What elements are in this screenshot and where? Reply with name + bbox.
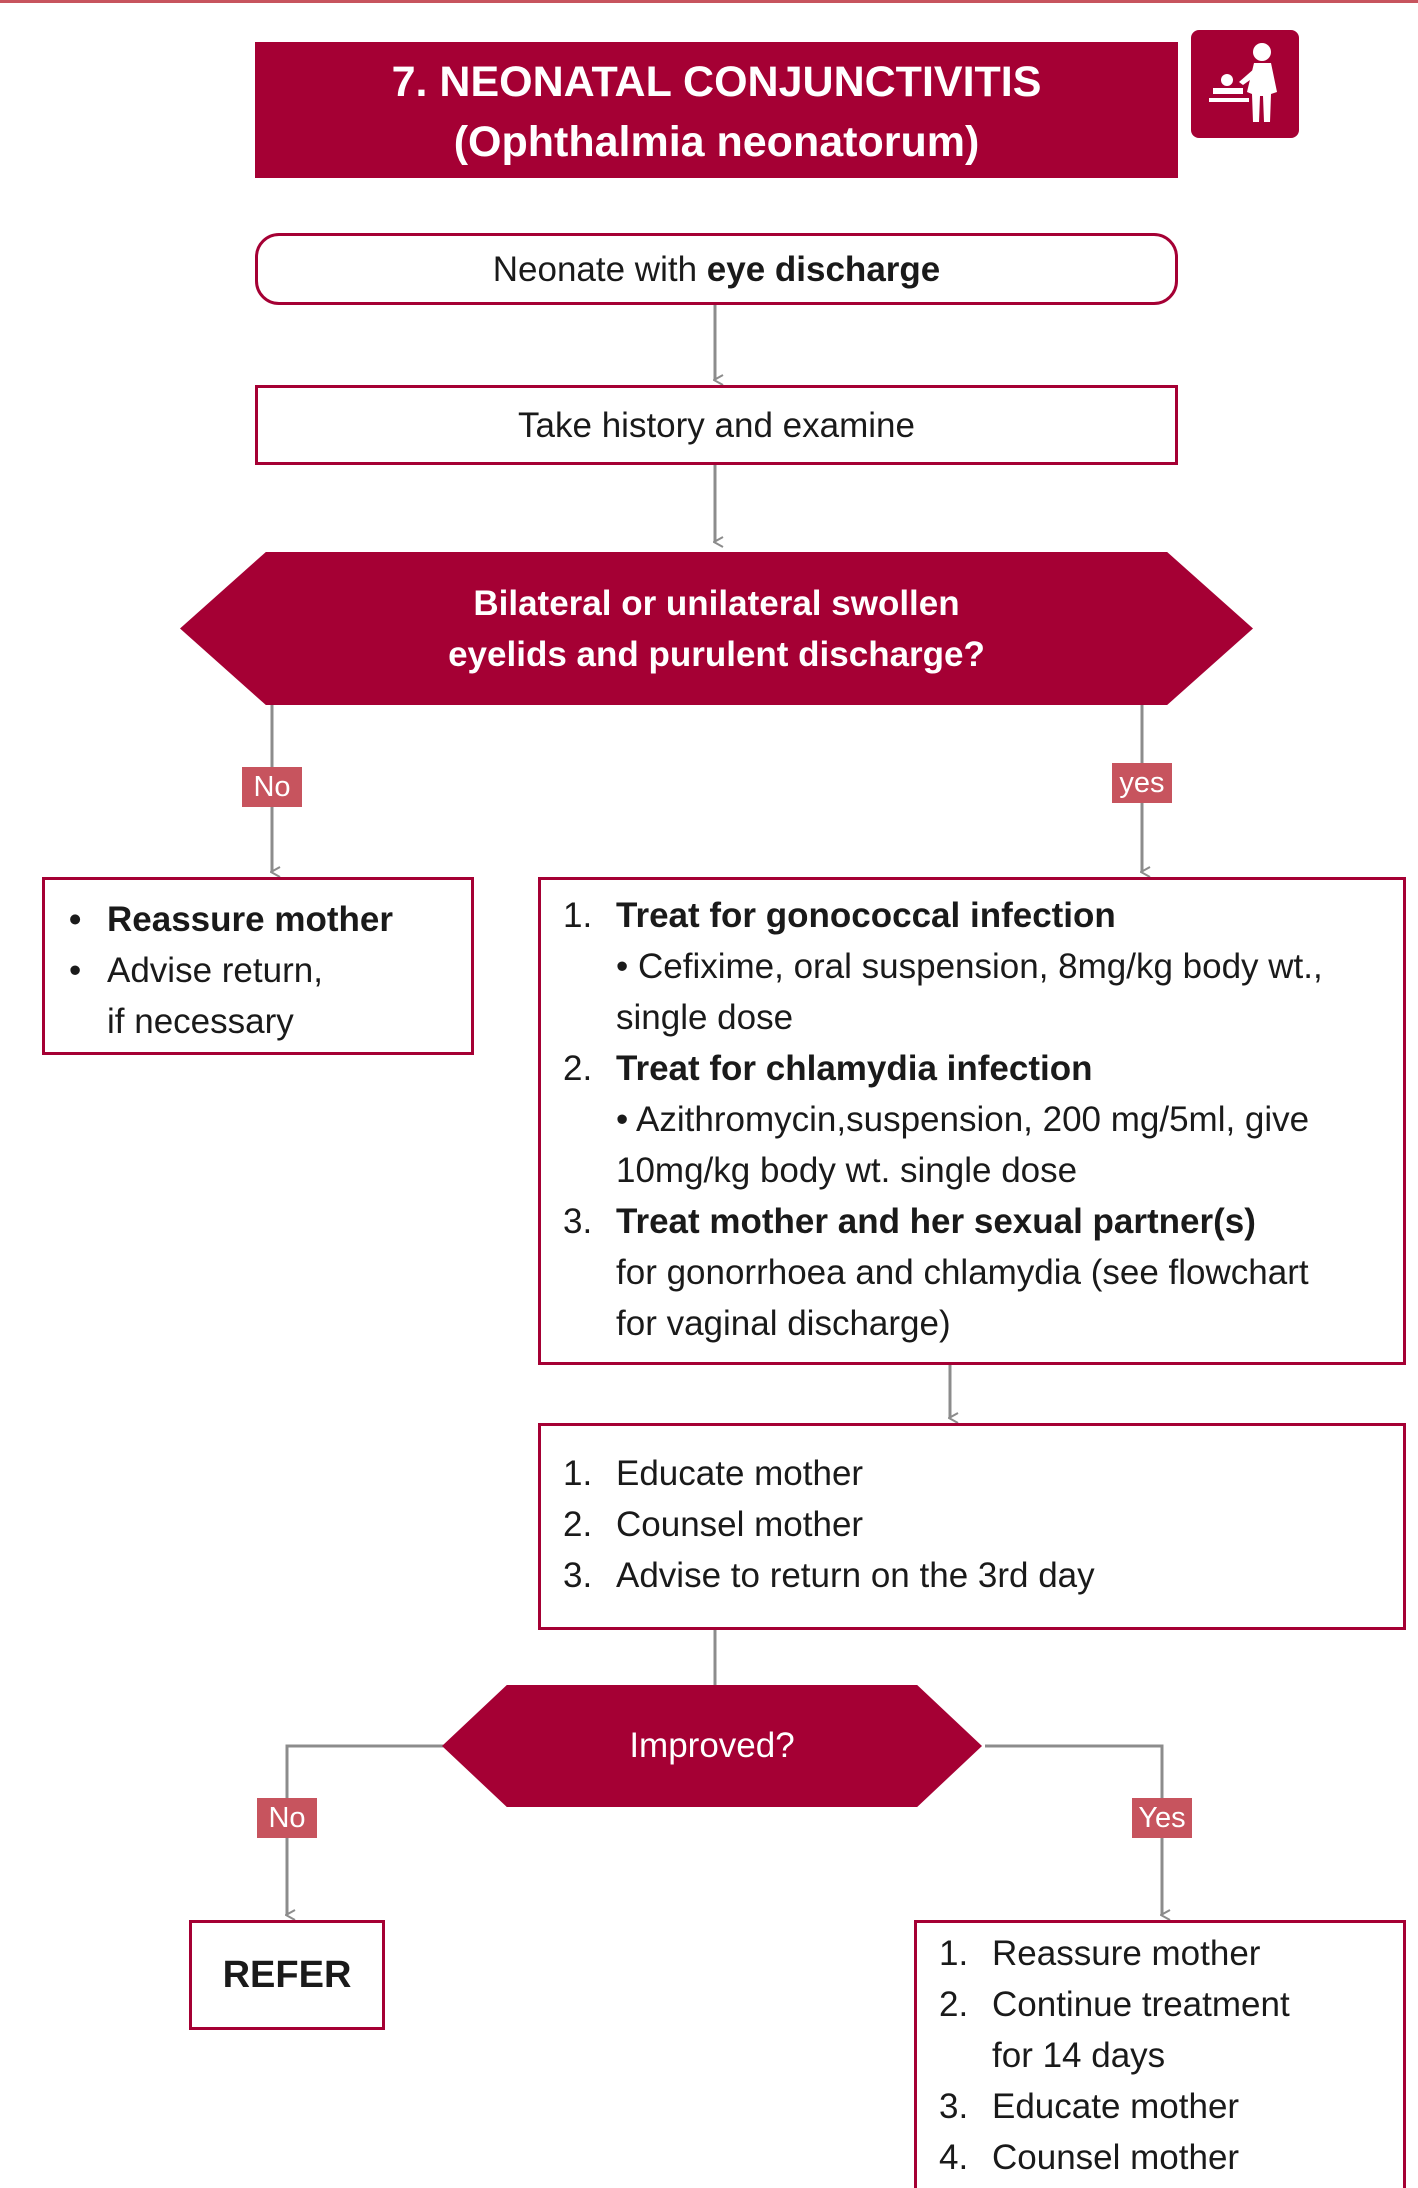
list-item: if necessary <box>107 1002 294 1041</box>
start-prefix: Neonate with <box>492 249 707 289</box>
page-title: 7. NEONATAL CONJUNCTIVITIS (Ophthalmia n… <box>255 42 1178 178</box>
reassure-box: •Reassure mother •Advise return, if nece… <box>42 877 474 1055</box>
treatment-item-3: 3. Treat mother and her sexual partner(s… <box>563 1202 1309 1343</box>
yes-label-2: Yes <box>1132 1798 1192 1838</box>
followup-box: 1.Educate mother 2.Counsel mother 3.Advi… <box>538 1423 1406 1630</box>
yes-label-1: yes <box>1112 763 1172 803</box>
improved-item-4: 4.Counsel mother <box>939 2138 1240 2177</box>
refer-box: REFER <box>189 1920 385 2030</box>
treatment-box: 1. Treat for gonococcal infection • Cefi… <box>538 877 1406 1365</box>
top-rule <box>0 0 1418 3</box>
list-item: •Advise return, <box>69 951 323 990</box>
no-label-1: No <box>242 767 302 807</box>
followup-item-3: 3.Advise to return on the 3rd day <box>563 1556 1095 1595</box>
decision2-text: Improved? <box>629 1726 795 1765</box>
history-exam-box: Take history and examine <box>255 385 1178 465</box>
decision1-line-2: eyelids and purulent discharge? <box>448 634 985 674</box>
title-line-1: 7. NEONATAL CONJUNCTIVITIS <box>391 58 1042 106</box>
followup-item-1: 1.Educate mother <box>563 1454 864 1493</box>
improved-item-3: 3.Educate mother <box>939 2087 1240 2126</box>
title-line-2: (Ophthalmia neonatorum) <box>453 118 980 166</box>
history-exam-text: Take history and examine <box>518 405 915 445</box>
treatment-item-1: 1. Treat for gonococcal infection • Cefi… <box>563 896 1323 1037</box>
decision-improved: Improved? <box>442 1685 982 1807</box>
improved-item-1: 1.Reassure mother <box>939 1934 1261 1973</box>
followup-item-2: 2.Counsel mother <box>563 1505 864 1544</box>
decision1-line-1: Bilateral or unilateral swollen <box>473 583 960 623</box>
decision-swollen-eyelids: Bilateral or unilateral swollen eyelids … <box>180 552 1253 705</box>
treatment-item-2: 2. Treat for chlamydia infection • Azith… <box>563 1049 1310 1190</box>
start-bold: eye discharge <box>706 249 941 289</box>
list-item: •Reassure mother <box>69 900 393 939</box>
start-node: Neonate with eye discharge <box>255 233 1178 305</box>
no-label-2: No <box>257 1798 317 1838</box>
mother-baby-care-icon <box>1191 30 1299 138</box>
refer-text: REFER <box>222 1953 352 1996</box>
